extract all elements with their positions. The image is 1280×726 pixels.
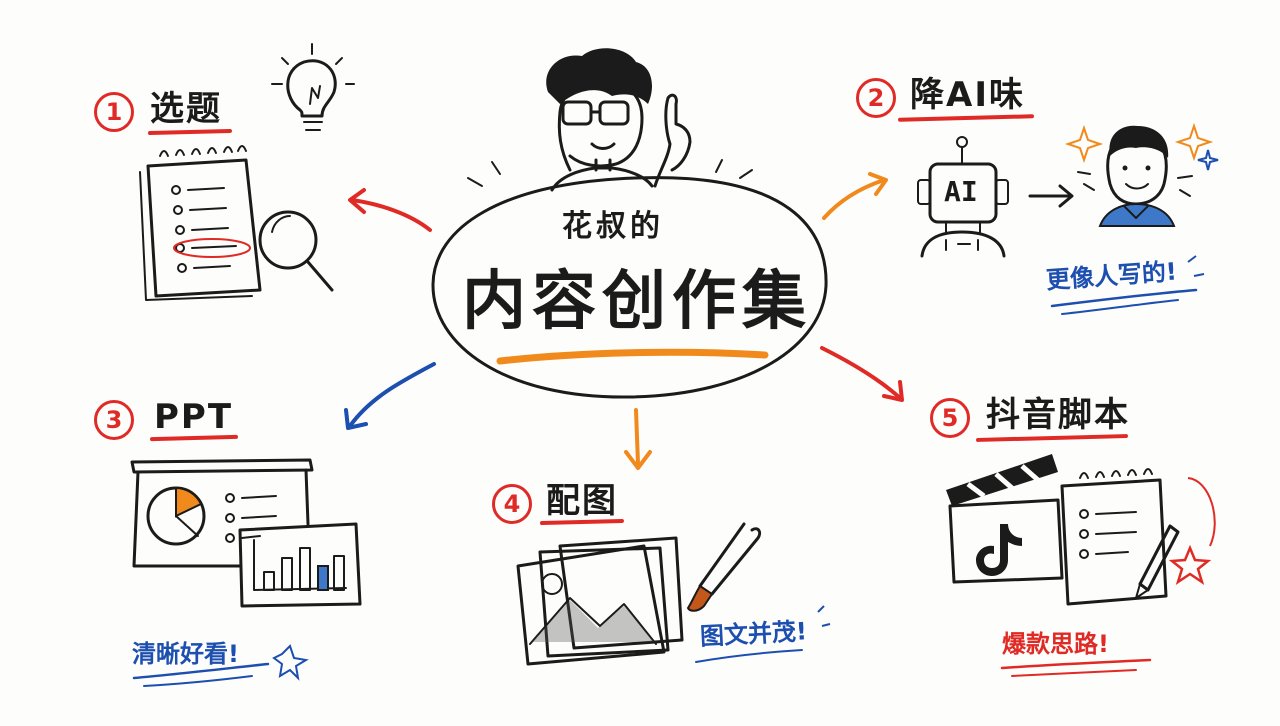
magnifier-icon bbox=[258, 210, 334, 292]
step-5-note: 爆款思路! bbox=[1002, 630, 1109, 658]
step-4-note: 图文并茂! bbox=[699, 617, 808, 651]
person-pointing-icon bbox=[546, 48, 692, 192]
arrow-to-ai-flavor bbox=[822, 172, 888, 220]
center-title: 内容创作集 bbox=[462, 265, 812, 339]
transform-arrow bbox=[1028, 184, 1074, 208]
step-1-label: 选题 bbox=[150, 89, 222, 129]
step-4-label: 配图 bbox=[546, 481, 618, 521]
sparkle-icons bbox=[1064, 122, 1219, 197]
title-underline bbox=[496, 348, 769, 365]
star-icon bbox=[1168, 477, 1216, 585]
step-5-number: 5 bbox=[930, 398, 970, 438]
notepad-icon bbox=[1060, 468, 1168, 606]
bar-chart-icon bbox=[238, 522, 362, 608]
pen-icon bbox=[1135, 524, 1180, 599]
presentation-board-icon bbox=[130, 458, 314, 568]
step-1-number: 1 bbox=[94, 92, 134, 132]
notebook-icon bbox=[139, 145, 262, 301]
pie-chart-icon bbox=[146, 486, 206, 546]
note-decorations bbox=[132, 255, 1205, 687]
paintbrush-icon bbox=[686, 522, 762, 612]
step-3-label: PPT bbox=[154, 397, 234, 437]
arrow-to-ppt bbox=[344, 362, 436, 430]
center-subtitle: 花叔的 bbox=[562, 209, 664, 244]
lightbulb-icon bbox=[271, 43, 355, 131]
step-4-number: 4 bbox=[492, 484, 532, 524]
step-5-label: 抖音脚本 bbox=[986, 395, 1130, 435]
arrow-to-image bbox=[624, 408, 652, 470]
arrow-to-topic bbox=[348, 188, 432, 232]
robot-icon bbox=[917, 136, 1009, 258]
emphasis-strokes bbox=[467, 159, 753, 187]
tiktok-logo-icon bbox=[976, 524, 1022, 576]
step-3-note: 清晰好看! bbox=[132, 640, 239, 668]
photo-stack-icon bbox=[516, 536, 684, 666]
center-ellipse bbox=[431, 176, 828, 399]
robot-screen-label: AI bbox=[944, 175, 978, 208]
arrow-to-douyin bbox=[820, 346, 904, 402]
clapperboard-icon bbox=[946, 454, 1064, 584]
step-3-number: 3 bbox=[94, 400, 134, 440]
step-2-number: 2 bbox=[856, 78, 896, 118]
step-2-label: 降AI味 bbox=[910, 75, 1025, 115]
smiling-person-icon bbox=[1098, 125, 1176, 227]
